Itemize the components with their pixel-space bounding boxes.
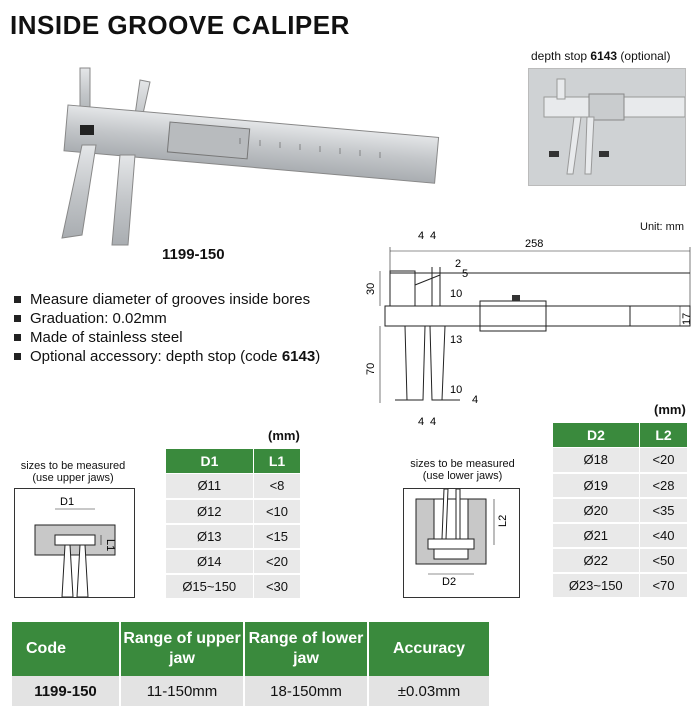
spec-table: Code Range of upper jaw Range of lower j… — [12, 622, 491, 706]
dim-2: 2 — [455, 258, 461, 270]
table-row: Ø22<50 — [552, 547, 688, 574]
table-row: Ø18<20 — [552, 447, 688, 474]
upper-table-unit: (mm) — [268, 428, 300, 443]
spec-header-code: Code — [12, 622, 121, 676]
lower-d2-label: D2 — [442, 576, 456, 588]
upper-jaws-diagram: D1 L1 — [14, 488, 135, 598]
table-row: Ø23~150<70 — [552, 572, 688, 599]
table-row: Ø11<8 — [165, 473, 301, 500]
table-row: Ø20<35 — [552, 497, 688, 524]
dim-30: 30 — [365, 283, 377, 295]
dim-5: 5 — [462, 268, 468, 280]
depth-stop-photo — [528, 68, 686, 186]
caliper-photo — [61, 67, 440, 246]
model-number: 1199-150 — [162, 246, 225, 263]
feature-item: Made of stainless steel — [12, 328, 320, 347]
dim-4-top-a: 4 — [418, 230, 424, 242]
inset-caption: depth stop 6143 (optional) — [531, 49, 671, 63]
dim-70: 70 — [365, 363, 377, 375]
dim-4-bottom-b: 4 — [430, 416, 436, 428]
lower-header-d: D2 — [552, 422, 640, 448]
lower-l2-label: L2 — [497, 515, 509, 527]
lower-header-l: L2 — [639, 422, 688, 448]
dim-4-bottom-a: 4 — [418, 416, 424, 428]
spec-header-upper: Range of upper jaw — [120, 622, 245, 676]
feature-item: Graduation: 0.02mm — [12, 309, 320, 328]
table-row: Ø13<15 — [165, 523, 301, 550]
dim-10-top: 10 — [450, 288, 462, 300]
upper-header-d: D1 — [165, 448, 254, 474]
spec-header-lower: Range of lower jaw — [244, 622, 369, 676]
dim-10-bottom: 10 — [450, 384, 462, 396]
unit-label: Unit: mm — [640, 221, 684, 233]
upper-d1-label: D1 — [60, 496, 74, 508]
dim-13: 13 — [450, 334, 462, 346]
table-row: 1199-150 11-150mm 18-150mm ±0.03mm — [12, 676, 491, 706]
feature-item: Measure diameter of grooves inside bores — [12, 290, 320, 309]
upper-caption: sizes to be measured(use upper jaws) — [20, 460, 126, 484]
feature-item: Optional accessory: depth stop (code 614… — [12, 347, 320, 366]
table-row: Ø19<28 — [552, 472, 688, 499]
table-row: Ø15~150<30 — [165, 573, 301, 600]
table-row: Ø21<40 — [552, 522, 688, 549]
lower-jaws-diagram: D2 L2 — [403, 488, 520, 598]
page-title: INSIDE GROOVE CALIPER — [10, 10, 350, 40]
dim-4-top-b: 4 — [430, 230, 436, 242]
upper-header-l: L1 — [253, 448, 301, 474]
lower-caption: sizes to be measured(use lower jaws) — [410, 458, 515, 482]
spec-header-accuracy: Accuracy — [368, 622, 491, 676]
dim-length: 258 — [525, 238, 543, 250]
table-row: Ø12<10 — [165, 498, 301, 525]
feature-list: Measure diameter of grooves inside bores… — [12, 290, 320, 366]
technical-drawing: 258 2 5 10 30 13 17 70 10 4 4 4 4 4 — [365, 230, 693, 428]
dim-17: 17 — [681, 313, 693, 325]
table-row: Ø14<20 — [165, 548, 301, 575]
upper-l1-label: L1 — [104, 539, 116, 551]
dim-4-right: 4 — [472, 394, 478, 406]
lower-table-unit: (mm) — [654, 402, 686, 417]
